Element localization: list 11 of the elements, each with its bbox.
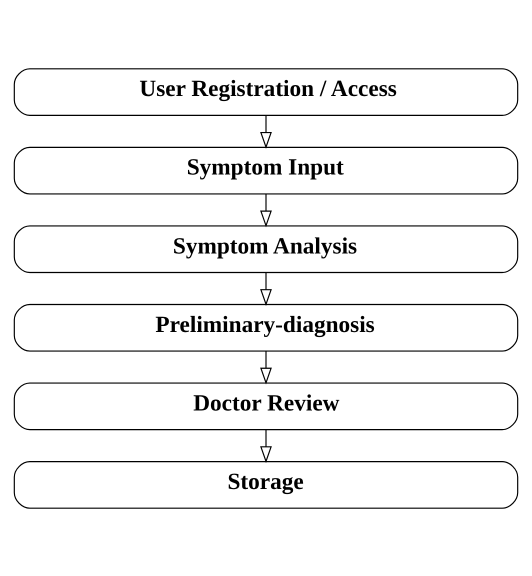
node-box: Symptom Analysis [14,224,518,273]
arrow [260,429,272,463]
arrow [260,272,272,306]
arrow [260,114,272,148]
node-box: Preliminary-diagnosis [14,303,518,352]
node-box: Symptom Input [14,146,518,194]
arrow [260,350,272,384]
node-box: Storage [14,460,518,508]
node-box: Doctor Review [14,382,518,430]
node-box: User Registration / Access [14,68,518,116]
arrow [260,194,272,227]
